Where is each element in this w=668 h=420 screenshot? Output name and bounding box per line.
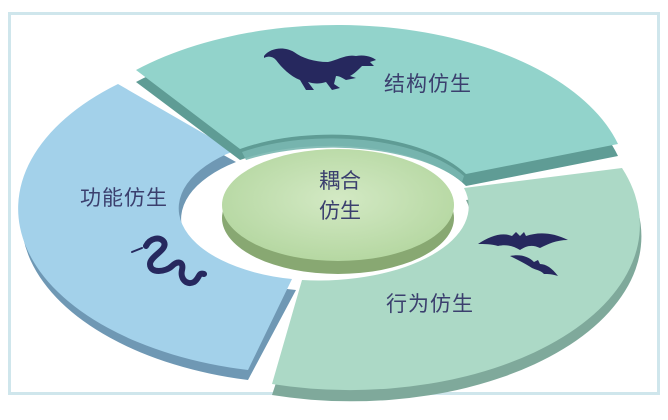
segment-label-function: 功能仿生 <box>80 186 168 210</box>
dinosaur-icon <box>264 48 376 90</box>
segment-structure <box>136 24 618 187</box>
center-label-line2: 仿生 <box>319 199 361 223</box>
segment-label-structure: 结构仿生 <box>384 72 472 96</box>
center-label: 耦合 仿生 <box>300 166 380 226</box>
center-disk <box>222 149 454 274</box>
bats-icon <box>478 232 568 276</box>
snake-icon <box>131 235 207 286</box>
segment-label-behavior: 行为仿生 <box>386 292 474 316</box>
center-label-line1: 耦合 <box>319 169 361 193</box>
